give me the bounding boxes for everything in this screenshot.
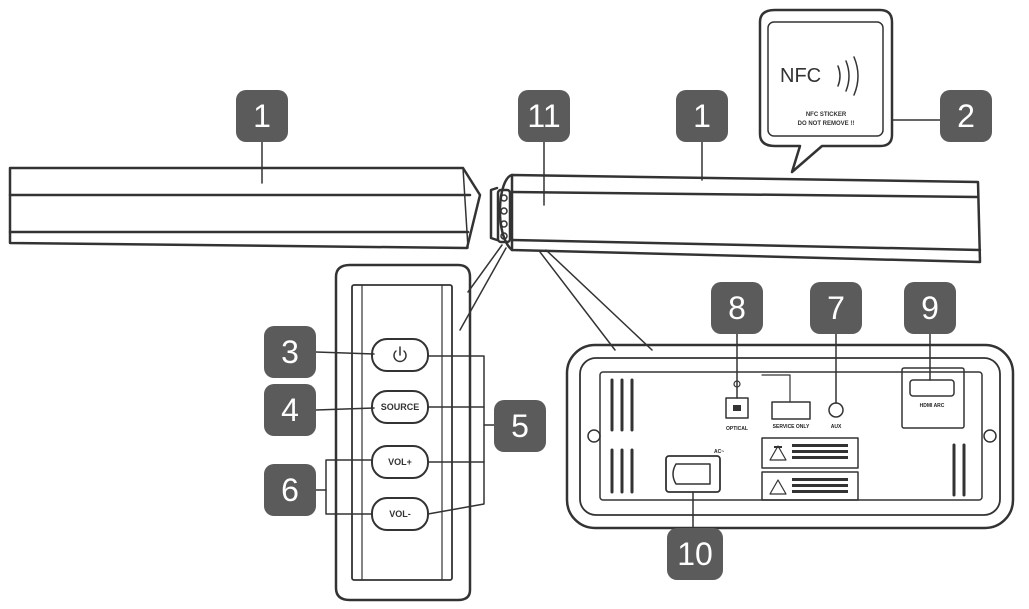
hdmi-port-label: HDMI ARC	[920, 403, 945, 409]
callout-7: 7	[810, 282, 862, 334]
service-port-label: SERVICE ONLY	[773, 424, 810, 430]
callout-10: 10	[667, 528, 723, 580]
callout-8: 8	[711, 282, 763, 334]
callout-11: 11	[518, 90, 570, 142]
callout-1-right: 1	[676, 90, 728, 142]
nfc-logo: NFC	[780, 65, 821, 87]
callout-6: 6	[264, 464, 316, 516]
callout-4: 4	[264, 384, 316, 436]
nfc-bubble	[758, 8, 894, 174]
callout-3: 3	[264, 326, 316, 378]
aux-port-label: AUX	[831, 424, 842, 430]
callout-1-left: 1	[236, 90, 288, 142]
optical-port-label: OPTICAL	[726, 426, 748, 432]
rear-panel	[565, 343, 1015, 530]
callout-2: 2	[940, 90, 992, 142]
right-soundbar	[489, 173, 982, 264]
nfc-warning-text: DO NOT REMOVE !!	[798, 121, 855, 127]
nfc-sticker-text: NFC STICKER	[806, 112, 847, 118]
source-button-label: SOURCE	[381, 402, 420, 412]
vol-down-button-label: VOL-	[389, 509, 411, 519]
vol-up-button-label: VOL+	[388, 457, 412, 467]
button-panel	[334, 263, 472, 602]
callout-9: 9	[904, 282, 956, 334]
callout-5: 5	[494, 400, 546, 452]
ac-inlet-label: AC~	[714, 449, 724, 455]
left-soundbar	[8, 166, 482, 250]
